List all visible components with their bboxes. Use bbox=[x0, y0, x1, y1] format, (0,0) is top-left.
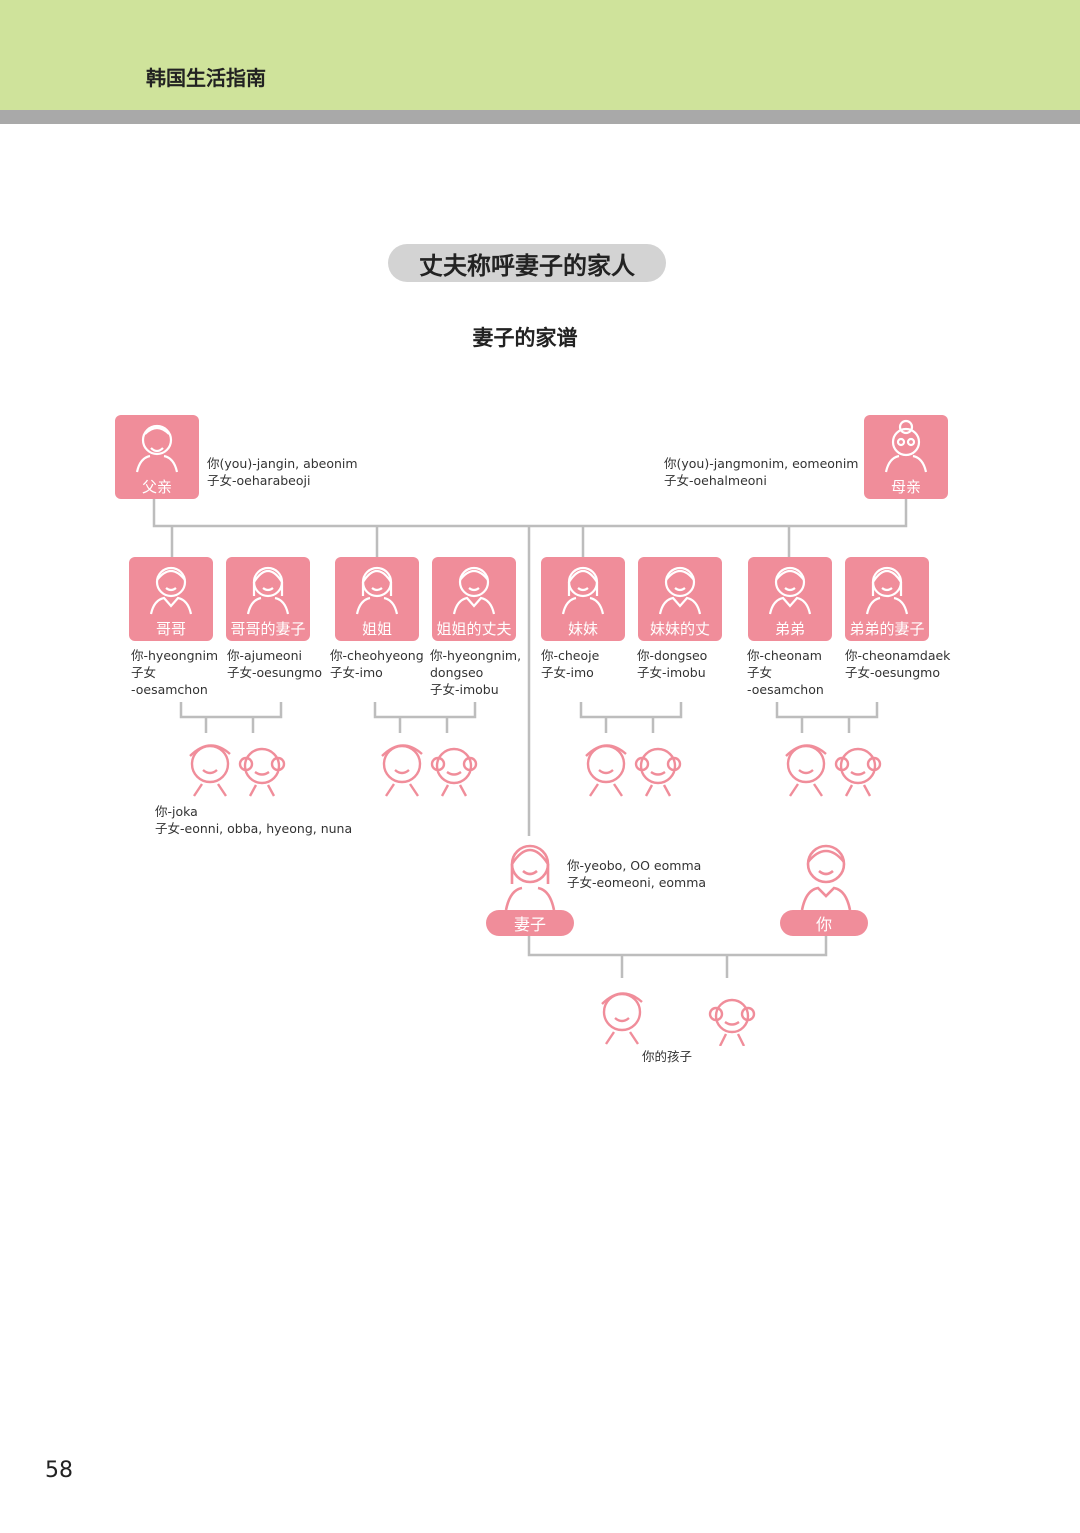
elder-sister-husband-desc: 你-hyeongnim, dongseo 子女-imobu bbox=[430, 647, 521, 698]
younger-brother-wife-label: 弟弟的妻子 bbox=[849, 620, 925, 638]
mother-label: 母亲 bbox=[890, 478, 921, 496]
grandma-icon bbox=[884, 419, 928, 473]
desc-line: 你-dongseo bbox=[637, 648, 708, 663]
desc-line: 你-hyeongnim, bbox=[430, 648, 522, 663]
son-icon bbox=[601, 992, 643, 1045]
section-title: 丈夫称呼妻子的家人 bbox=[388, 244, 666, 282]
wife-pill: 妻子 bbox=[486, 910, 574, 936]
desc-line: 子女-oesungmo bbox=[227, 665, 322, 680]
younger-sister-husband-desc: 你-dongseo 子女-imobu bbox=[637, 647, 707, 681]
desc-line: 子女 bbox=[131, 665, 157, 680]
elder-brother-wife-card: 哥哥的妻子 bbox=[226, 557, 310, 641]
desc-line: 你-hyeongnim bbox=[131, 648, 219, 663]
desc-line: -oesamchon bbox=[747, 682, 824, 697]
desc-line: 你-cheonam bbox=[747, 648, 822, 663]
desc-line: 子女-eonni, obba, hyeong, nuna bbox=[155, 821, 353, 836]
woman-icon bbox=[865, 566, 909, 615]
nephew-niece-icon bbox=[585, 744, 682, 797]
nephew-niece-icon bbox=[381, 744, 478, 797]
mother-card: 母亲 bbox=[864, 415, 948, 499]
elder-brother-label: 哥哥 bbox=[155, 620, 186, 638]
man-icon bbox=[768, 566, 812, 615]
header-band bbox=[0, 0, 1080, 110]
mother-desc: 你(you)-jangmonim, eomeonim 子女-oehalmeoni bbox=[664, 455, 859, 489]
father-you: 你(you)-jangin, abeonim bbox=[207, 456, 358, 471]
younger-sister-card: 妹妹 bbox=[541, 557, 625, 641]
elder-sister-card: 姐姐 bbox=[335, 557, 419, 641]
father-label: 父亲 bbox=[141, 478, 172, 496]
man-icon bbox=[149, 566, 193, 615]
woman-icon bbox=[561, 566, 605, 615]
nephew-niece-icon bbox=[785, 744, 882, 797]
father-desc: 你(you)-jangin, abeonim 子女-oeharabeoji bbox=[207, 455, 358, 489]
wife-desc: 你-yeobo, OO eomma 子女-eomeoni, eomma bbox=[567, 857, 706, 891]
desc-line: 子女-oesungmo bbox=[845, 665, 940, 680]
wife-icon bbox=[504, 844, 556, 910]
man-icon bbox=[658, 566, 702, 615]
desc-line: 子女-eomeoni, eomma bbox=[567, 875, 707, 890]
elder-sister-desc: 你-cheohyeong 子女-imo bbox=[330, 647, 424, 681]
father-children: 子女-oeharabeoji bbox=[207, 473, 311, 488]
desc-line: 你-ajumeoni bbox=[227, 648, 302, 663]
elder-brother-wife-desc: 你-ajumeoni 子女-oesungmo bbox=[227, 647, 322, 681]
mother-you: 你(you)-jangmonim, eomeonim bbox=[664, 456, 859, 471]
desc-line: dongseo bbox=[430, 665, 484, 680]
elder-sister-husband-label: 姐姐的丈夫 bbox=[436, 620, 512, 638]
father-card: 父亲 bbox=[115, 415, 199, 499]
younger-sister-label: 妹妹 bbox=[567, 620, 598, 638]
woman-icon bbox=[246, 566, 290, 615]
desc-line: 子女 bbox=[747, 665, 773, 680]
mother-children: 子女-oehalmeoni bbox=[664, 473, 767, 488]
desc-line: 子女-imo bbox=[541, 665, 594, 680]
desc-line: 你-joka bbox=[155, 804, 198, 819]
younger-brother-wife-card: 弟弟的妻子 bbox=[845, 557, 929, 641]
children-label: 你的孩子 bbox=[642, 1049, 693, 1064]
desc-line: 你-cheonamdaek bbox=[845, 648, 951, 663]
desc-line: -oesamchon bbox=[131, 682, 208, 697]
younger-brother-desc: 你-cheonam 子女 -oesamchon bbox=[747, 647, 824, 698]
nephews-desc: 你-joka 子女-eonni, obba, hyeong, nuna bbox=[155, 803, 352, 837]
younger-brother-wife-desc: 你-cheonamdaek 子女-oesungmo bbox=[845, 647, 950, 681]
elder-sister-label: 姐姐 bbox=[361, 620, 392, 638]
subtitle: 妻子的家谱 bbox=[472, 326, 578, 350]
header-title: 韩国生活指南 bbox=[146, 66, 266, 90]
woman-icon bbox=[355, 566, 399, 615]
desc-line: 你-cheohyeong bbox=[330, 648, 424, 663]
desc-line: 你-yeobo, OO eomma bbox=[567, 858, 702, 873]
desc-line: 子女-imobu bbox=[430, 682, 499, 697]
younger-sister-husband-label: 妹妹的丈 bbox=[649, 620, 710, 638]
nephew-niece-icon bbox=[189, 744, 286, 797]
desc-line: 你-cheoje bbox=[541, 648, 600, 663]
page-number: 58 bbox=[45, 1458, 73, 1483]
you-pill: 你 bbox=[780, 910, 868, 936]
grandpa-icon bbox=[135, 424, 179, 473]
header-stripe bbox=[0, 110, 1080, 124]
younger-brother-card: 弟弟 bbox=[748, 557, 832, 641]
younger-sister-husband-card: 妹妹的丈 bbox=[638, 557, 722, 641]
daughter-icon bbox=[708, 998, 756, 1046]
desc-line: 子女-imobu bbox=[637, 665, 706, 680]
elder-brother-card: 哥哥 bbox=[129, 557, 213, 641]
you-icon bbox=[800, 844, 852, 910]
younger-sister-desc: 你-cheoje 子女-imo bbox=[541, 647, 599, 681]
elder-brother-wife-label: 哥哥的妻子 bbox=[230, 620, 306, 638]
elder-brother-desc: 你-hyeongnim 子女 -oesamchon bbox=[131, 647, 218, 698]
desc-line: 子女-imo bbox=[330, 665, 383, 680]
elder-sister-husband-card: 姐姐的丈夫 bbox=[432, 557, 516, 641]
younger-brother-label: 弟弟 bbox=[774, 620, 805, 638]
man-icon bbox=[452, 566, 496, 615]
